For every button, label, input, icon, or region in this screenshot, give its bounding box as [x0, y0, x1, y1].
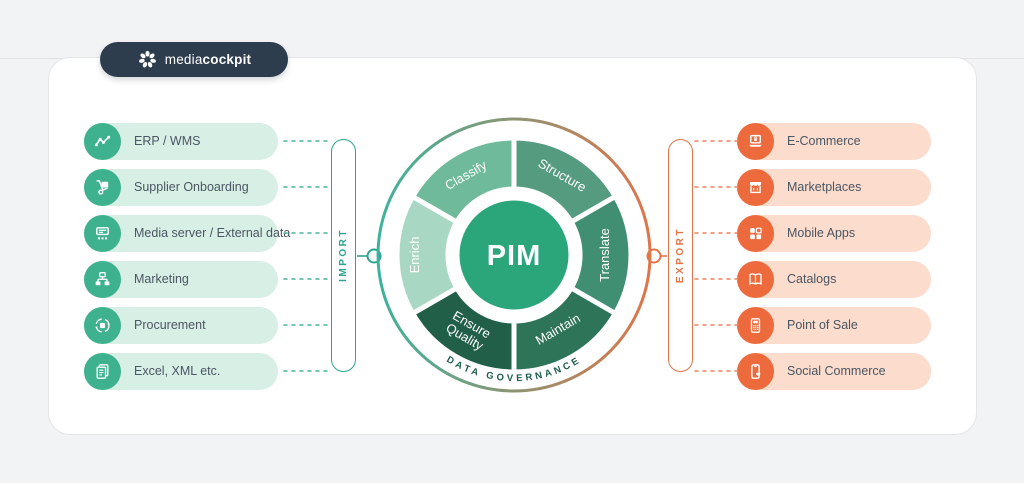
catalog-book-icon	[737, 260, 774, 298]
mediacockpit-logo: mediacockpit	[100, 42, 288, 77]
export-item-point-of-sale: Point of Sale	[737, 306, 931, 344]
ecommerce-laptop-icon	[737, 122, 774, 160]
import-item-label: Procurement	[134, 318, 206, 332]
segment-label-translate: Translate	[597, 228, 612, 282]
import-item-procurement: Procurement	[84, 306, 278, 344]
import-item-label: Media server / External data	[134, 226, 291, 240]
import-bracket: IMPORT	[331, 138, 356, 372]
phone-heart-icon	[737, 352, 774, 390]
pim-center-circle	[454, 195, 574, 315]
documents-icon	[84, 352, 121, 390]
app-grid-icon	[737, 214, 774, 252]
supplier-onboarding-icon	[84, 168, 121, 206]
pos-terminal-icon	[737, 306, 774, 344]
import-item-erp-wms: ERP / WMS	[84, 122, 278, 160]
marketing-icon	[84, 260, 121, 298]
flower-logo-icon	[138, 50, 156, 68]
marketplace-stall-icon	[737, 168, 774, 206]
brand-name: mediacockpit	[164, 52, 252, 67]
import-item-label: Excel, XML etc.	[134, 364, 221, 378]
segment-label-enrich: Enrich	[407, 237, 422, 274]
segment-classify	[410, 135, 517, 225]
export-item-label: Mobile Apps	[787, 226, 856, 240]
export-item-marketplaces: Marketplaces	[737, 168, 931, 206]
import-item-marketing: Marketing	[84, 260, 278, 298]
export-item-ecommerce: E-Commerce	[737, 122, 931, 160]
import-item-supplier-onboarding: Supplier Onboarding	[84, 168, 278, 206]
media-server-icon	[84, 214, 121, 252]
import-item-excel-xml: Excel, XML etc.	[84, 352, 278, 390]
export-item-catalogs: Catalogs	[737, 260, 931, 298]
import-bracket-label: IMPORT	[338, 228, 349, 282]
export-item-social-commerce: Social Commerce	[737, 352, 931, 390]
pim-wheel: Classify Structure Translate Maintain En…	[376, 117, 652, 393]
gradient-outer-ring	[376, 117, 652, 393]
import-item-label: ERP / WMS	[134, 134, 201, 148]
export-item-label: Catalogs	[787, 272, 837, 286]
erp-wms-icon	[84, 122, 121, 160]
export-bracket-label: EXPORT	[675, 226, 686, 284]
import-item-media-server: Media server / External data	[84, 214, 290, 252]
export-bracket: EXPORT	[668, 138, 693, 372]
procurement-icon	[84, 306, 121, 344]
export-item-label: Social Commerce	[787, 364, 886, 378]
import-item-label: Supplier Onboarding	[134, 180, 249, 194]
export-item-mobile-apps: Mobile Apps	[737, 214, 931, 252]
export-item-label: Point of Sale	[787, 318, 858, 332]
import-item-label: Marketing	[134, 272, 189, 286]
pim-center-label: PIM	[487, 240, 542, 272]
export-item-label: E-Commerce	[787, 134, 861, 148]
export-item-label: Marketplaces	[787, 180, 862, 194]
